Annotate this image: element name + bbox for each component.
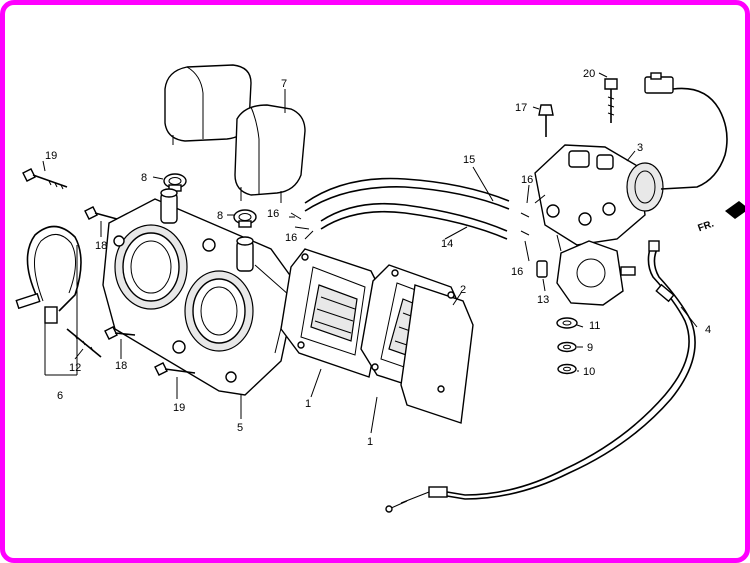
direction-label: FR. (696, 218, 715, 234)
callout-1: 1 (305, 398, 311, 410)
callout-12: 12 (69, 362, 81, 374)
callout-8: 8 (141, 172, 147, 184)
air-cover-part (164, 64, 306, 203)
vent-hoses-part (290, 177, 530, 240)
front-arrow-icon (725, 201, 745, 219)
callout-20: 20 (583, 68, 595, 80)
sensor-wire-part (644, 72, 728, 190)
callout-4: 4 (705, 324, 711, 336)
callout-8: 8 (217, 210, 223, 222)
callout-13: 13 (537, 294, 549, 306)
callout-16: 16 (267, 208, 279, 220)
leader-lines (42, 72, 698, 434)
callout-18: 18 (115, 360, 127, 372)
callout-19: 19 (45, 150, 57, 162)
callout-labels: 1 1 2 3 4 5 6 7 8 8 9 10 11 12 13 14 15 … (45, 68, 711, 448)
callout-16: 16 (285, 232, 297, 244)
front-direction-indicator: FR. (696, 201, 745, 234)
callout-9: 9 (587, 342, 593, 354)
intake-manifold-part (102, 188, 298, 396)
hose-clamp-part (163, 173, 257, 228)
callout-16: 16 (511, 266, 523, 278)
callout-17: 17 (515, 102, 527, 114)
exploded-parts-diagram: FR. 1 1 2 3 4 5 6 (15, 64, 745, 513)
callout-2: 2 (460, 284, 466, 296)
carburetor-part (534, 144, 664, 306)
callout-6: 6 (57, 390, 63, 402)
band-clamp-part (15, 225, 82, 324)
callout-7: 7 (281, 78, 287, 90)
callout-3: 3 (637, 142, 643, 154)
throttle-cable-part (385, 240, 696, 513)
callout-19: 19 (173, 402, 185, 414)
callout-1: 1 (367, 436, 373, 448)
callout-15: 15 (463, 154, 475, 166)
callout-16: 16 (521, 174, 533, 186)
callout-5: 5 (237, 422, 243, 434)
bolt-parts (22, 168, 196, 376)
callout-18: 18 (95, 240, 107, 252)
callout-11: 11 (589, 320, 600, 332)
reed-valve-parts (280, 248, 474, 424)
mount-bolts-part (538, 78, 618, 137)
washers-part (536, 260, 578, 375)
callout-10: 10 (583, 366, 595, 378)
callout-14: 14 (441, 238, 453, 250)
